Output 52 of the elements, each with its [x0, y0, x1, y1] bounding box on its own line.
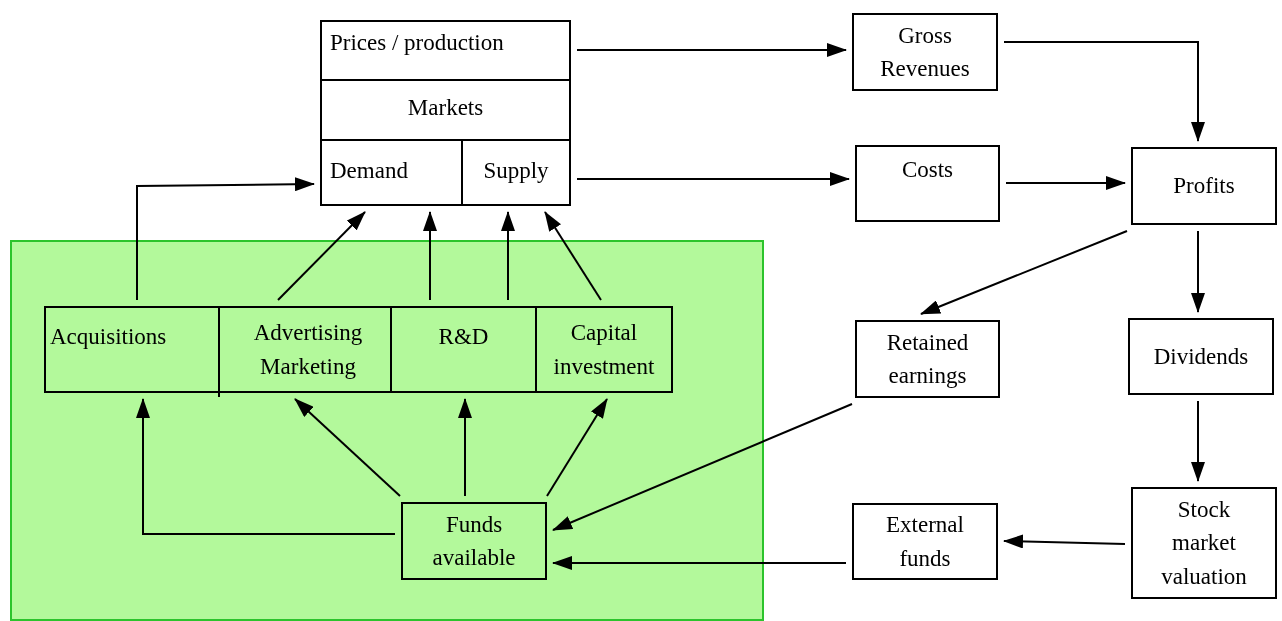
process-box: [535, 306, 673, 393]
process-box: [461, 139, 571, 206]
arrow: [136, 177, 315, 301]
band-background: [10, 240, 764, 621]
process-box: [855, 145, 1000, 222]
process-box: [320, 20, 571, 81]
arrow: [423, 211, 437, 301]
process-box: [855, 320, 1000, 398]
node-label: R&D: [438, 323, 489, 351]
node-label: Demand: [330, 156, 408, 185]
arrow: [920, 230, 1128, 315]
node-label: Gross Revenues: [879, 21, 971, 83]
node-label: Stock market valuation: [1160, 496, 1248, 591]
node-label: Dividends: [1153, 342, 1249, 371]
process-box: [320, 79, 571, 141]
arrow: [458, 398, 472, 497]
process-box: [1131, 487, 1277, 599]
arrow: [277, 211, 366, 301]
arrow: [1005, 176, 1126, 190]
arrow: [1191, 230, 1205, 313]
node-label: Costs: [901, 156, 954, 184]
process-box: [852, 13, 998, 91]
arrow: [1003, 41, 1205, 142]
arrow: [136, 398, 396, 535]
process-box: [852, 503, 998, 580]
arrow: [552, 403, 853, 531]
arrow: [576, 43, 847, 57]
arrow: [1191, 400, 1205, 482]
process-box: [401, 502, 547, 580]
arrow: [552, 556, 847, 570]
arrow: [1003, 534, 1126, 549]
node-label: Prices / production: [330, 29, 504, 57]
process-box: [44, 306, 220, 393]
node-label: Acquisitions: [50, 323, 167, 351]
node-label: Capital investment: [552, 319, 656, 381]
process-box: [1128, 318, 1274, 395]
arrow: [544, 211, 602, 301]
arrow: [576, 172, 850, 186]
node-label: External funds: [885, 511, 965, 573]
process-box: [320, 139, 463, 206]
node-label: Advertising Marketing: [252, 319, 364, 381]
node-label: Retained earnings: [885, 328, 970, 390]
process-box: [390, 306, 537, 393]
arrow: [501, 211, 515, 301]
arrow: [294, 398, 401, 497]
node-label: Markets: [407, 94, 484, 123]
process-box: [1131, 147, 1277, 225]
process-box: [218, 306, 392, 393]
node-label: Funds available: [431, 510, 517, 572]
node-label: Profits: [1173, 172, 1235, 201]
arrow: [546, 398, 608, 497]
node-label: Supply: [483, 156, 549, 185]
